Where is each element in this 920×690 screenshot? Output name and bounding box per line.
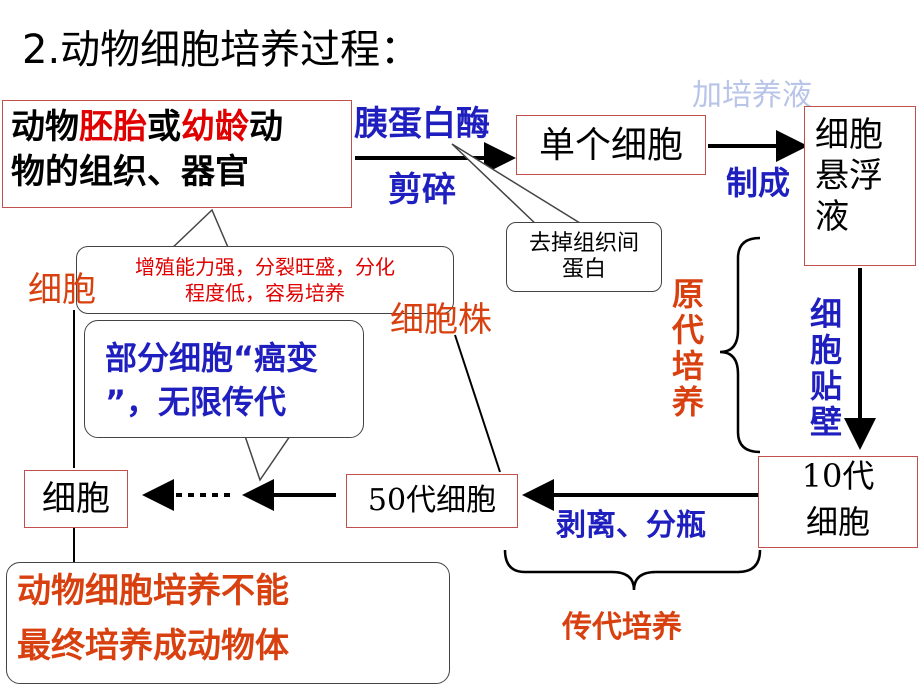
adhere-char-4: 壁 bbox=[809, 403, 842, 441]
adhere-label: 细 胞 贴 壁 bbox=[806, 296, 846, 440]
single-cell-box: 单个细胞 bbox=[516, 115, 706, 175]
gen-10-box: 10代 细胞 bbox=[758, 456, 918, 548]
suspension-box: 细胞 悬浮 液 bbox=[804, 106, 916, 266]
callout-cancer-line2: ”，无限传代 bbox=[105, 383, 287, 422]
callout-cancer: 部分细胞“癌变 ”，无限传代 bbox=[84, 320, 364, 438]
conclusion-line2: 最终培养成动物体 bbox=[17, 625, 289, 666]
callout-remove-protein: 去掉组织间 蛋白 bbox=[506, 222, 662, 292]
cells-text: 细胞 bbox=[42, 479, 110, 519]
make-label: 制成 bbox=[726, 164, 791, 202]
source-text-line2: 物的组织、器官 bbox=[11, 151, 249, 192]
add-medium-label: 加培养液 bbox=[692, 78, 812, 113]
primary-char-2: 代 bbox=[671, 311, 704, 349]
cells-box: 细胞 bbox=[24, 470, 128, 528]
primary-char-1: 原 bbox=[671, 275, 704, 313]
source-text-animal-2: 动 bbox=[249, 107, 283, 147]
single-cell-text: 单个细胞 bbox=[538, 125, 683, 166]
trypsin-label: 胰蛋白酶 bbox=[354, 104, 490, 144]
source-text-embryo: 胚胎 bbox=[79, 107, 147, 147]
cell-line-connector bbox=[454, 334, 501, 473]
adhere-char-1: 细 bbox=[809, 295, 842, 333]
source-tissue-box: 动物胚胎或幼龄动 物的组织、器官 bbox=[2, 100, 352, 208]
primary-char-3: 培 bbox=[671, 347, 704, 385]
gen-50-text: 50代细胞 bbox=[367, 483, 497, 518]
callout-remove-line2: 蛋白 bbox=[561, 257, 606, 283]
primary-char-4: 养 bbox=[671, 383, 704, 421]
suspension-line2: 悬浮 bbox=[815, 155, 883, 196]
callout-remove-line1: 去掉组织间 bbox=[528, 231, 639, 256]
callout-young-properties: 增殖能力强，分裂旺盛，分化 程度低，容易培养 bbox=[76, 246, 454, 314]
conclusion-line1: 动物细胞培养不能 bbox=[17, 571, 289, 611]
adhere-char-3: 贴 bbox=[809, 367, 842, 405]
conclusion-box: 动物细胞培养不能 最终培养成动物体 bbox=[6, 562, 450, 684]
page-title: 2.动物细胞培养过程： bbox=[22, 27, 421, 73]
suspension-line3: 液 bbox=[815, 196, 849, 237]
gen-50-box: 50代细胞 bbox=[346, 474, 518, 528]
strip-split-label: 剥离、分瓶 bbox=[556, 508, 706, 543]
gen-10-line1: 10代 bbox=[801, 457, 875, 495]
callout-young-line1: 增殖能力强，分裂旺盛，分化 bbox=[135, 255, 395, 279]
subculture-brace bbox=[503, 549, 762, 591]
subculture-label: 传代培养 bbox=[562, 610, 682, 645]
primary-culture-brace bbox=[719, 236, 761, 454]
gen-10-line2: 细胞 bbox=[805, 503, 870, 542]
source-text-animal: 动物 bbox=[11, 107, 79, 147]
callout-cancer-tail bbox=[243, 435, 292, 482]
suspension-line1: 细胞 bbox=[815, 115, 883, 155]
mince-label: 剪碎 bbox=[388, 170, 456, 210]
source-text-young: 幼龄 bbox=[181, 107, 249, 147]
source-text-or: 或 bbox=[147, 107, 181, 147]
cell-line-label: 细胞株 bbox=[390, 300, 492, 340]
cell-strain-label: 细胞 bbox=[28, 270, 96, 310]
adhere-char-2: 胞 bbox=[809, 331, 842, 369]
callout-young-line2: 程度低，容易培养 bbox=[185, 281, 345, 305]
callout-cancer-line1: 部分细胞“癌变 bbox=[105, 339, 319, 377]
primary-culture-label: 原 代 培 养 bbox=[668, 276, 708, 420]
